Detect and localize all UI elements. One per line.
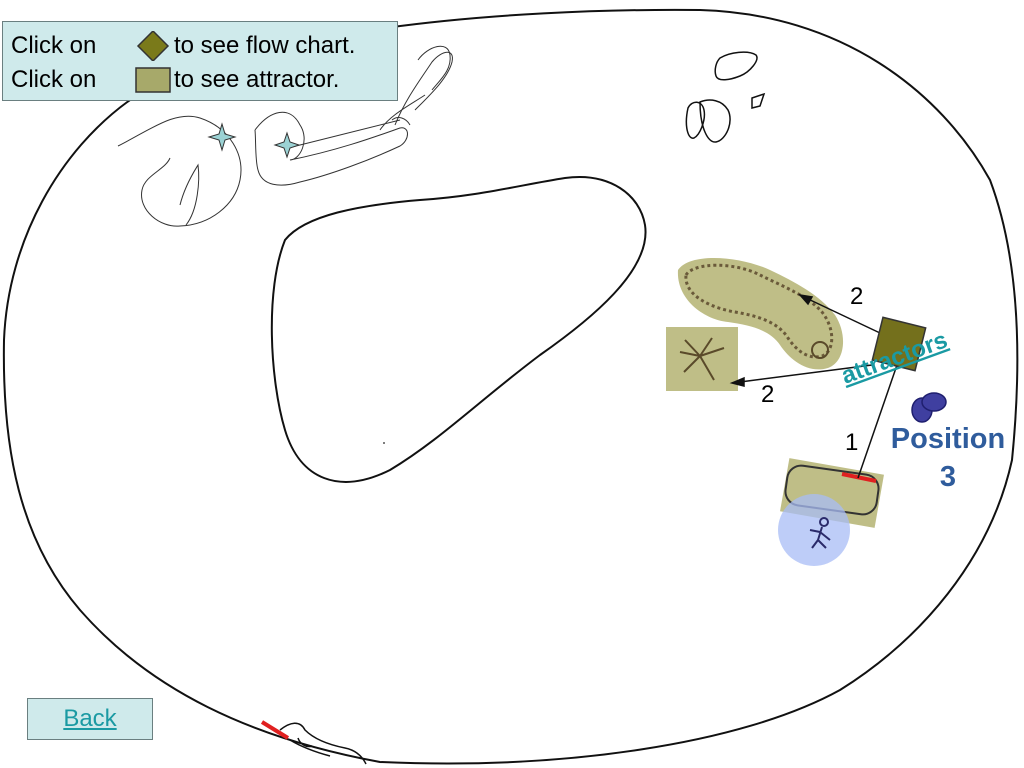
stray-dot (383, 442, 385, 444)
outer-wall-outline (2, 8, 1019, 765)
edge-label-bean: 2 (850, 283, 863, 310)
person-icon (809, 517, 831, 549)
bean-attractor-area[interactable] (677, 257, 844, 370)
legend-row2-prefix: Click on (11, 66, 97, 93)
flow-arrows (729, 293, 898, 479)
bottom-wall-sketch (279, 722, 367, 765)
legend-box: Click on to see flow chart. Click on to … (2, 21, 398, 101)
legend-row1-prefix: Click on (11, 32, 97, 59)
square-icon[interactable] (131, 65, 175, 95)
top-left-sketch (117, 45, 453, 227)
position-marker (911, 392, 947, 423)
position-label: Position 3 (890, 423, 1006, 493)
sparkle-icon (207, 122, 301, 159)
flow-node-square[interactable] (871, 316, 927, 372)
bed-highlight-marker (841, 472, 877, 483)
legend-row2-suffix: to see attractor. (174, 66, 340, 93)
top-right-sketches (685, 51, 766, 143)
wheel-icon (811, 341, 829, 359)
central-lake-outline (270, 176, 647, 483)
legend-row1-suffix: to see flow chart. (174, 32, 356, 59)
back-link[interactable]: Back (63, 705, 117, 732)
bean-shaped-sketch (684, 263, 834, 359)
fan-icon (679, 337, 725, 381)
arrowhead-bean (798, 293, 814, 306)
edge-label-bed: 1 (845, 429, 858, 456)
edge-label-fan: 2 (761, 381, 774, 408)
arrowhead-fan (729, 376, 745, 387)
back-button[interactable]: Back (27, 698, 153, 740)
diamond-icon[interactable] (131, 29, 175, 63)
exit-highlight-marker (260, 720, 290, 740)
